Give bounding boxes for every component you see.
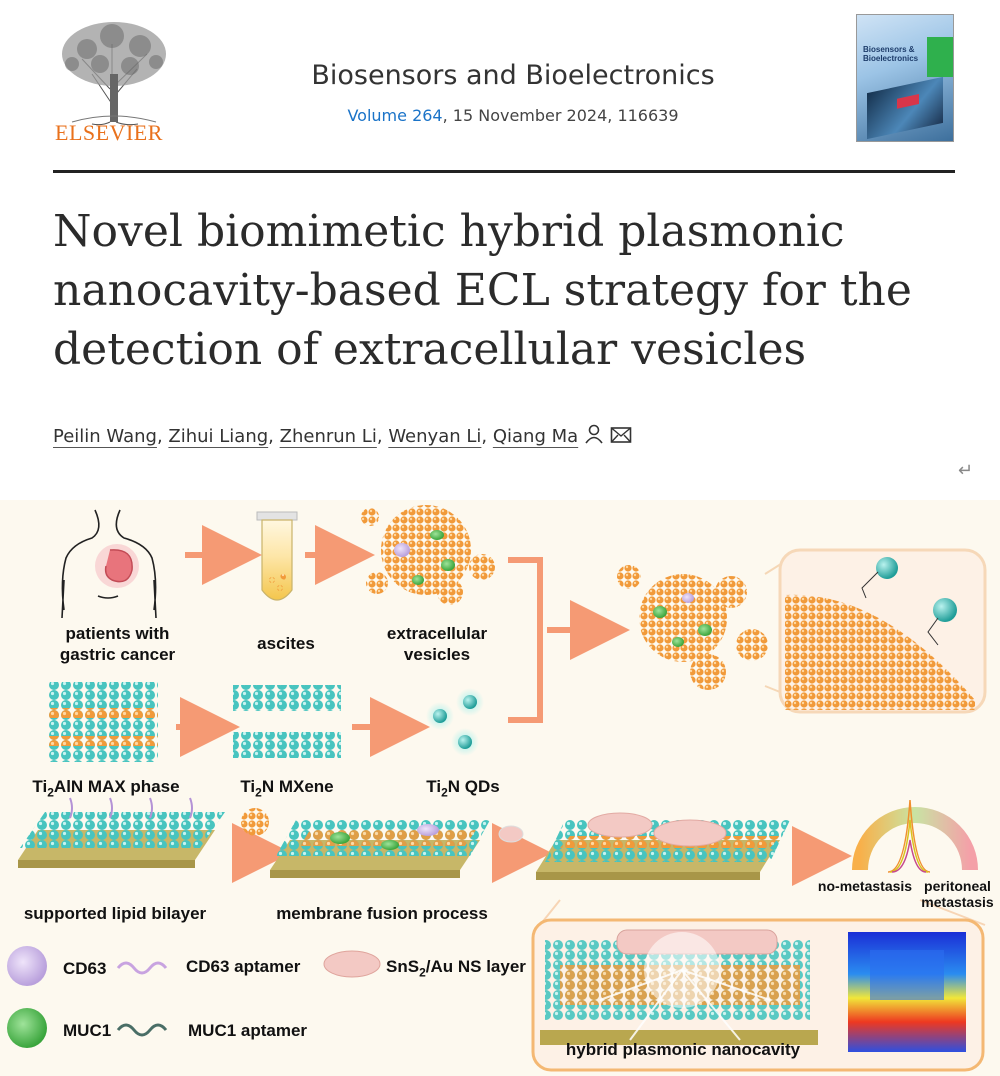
legend-muc1: MUC1 (63, 1021, 112, 1040)
label-patients: patients with gastric cancer (59, 624, 176, 664)
label-nanocavity: hybrid plasmonic nanocavity (565, 1040, 801, 1059)
process-arrows (176, 525, 852, 886)
journal-header: ELSEVIER Biosensors and Bioelectronics V… (0, 0, 1000, 175)
legend-cd63: CD63 (63, 959, 107, 978)
author-link-corresponding[interactable]: Qiang Ma (492, 424, 632, 447)
journal-title[interactable]: Biosensors and Bioelectronics (311, 60, 715, 91)
journal-issue-info: Volume 264, 15 November 2024, 116639 (0, 106, 1000, 125)
author-separator: , (156, 426, 163, 447)
mail-icon[interactable] (610, 426, 632, 444)
label-supported-lipid-bilayer: supported lipid bilayer (23, 904, 207, 923)
label-max-phase: Ti2AlN MAX phase (32, 777, 180, 800)
ev-with-qds (617, 565, 768, 690)
supported-lipid-bilayer (18, 797, 225, 868)
cover-title: Biosensors & Bioelectronics (863, 45, 919, 63)
abstract-illustration (7, 505, 987, 1072)
cover-accent (927, 37, 953, 77)
nanocavity-illustration (540, 929, 966, 1052)
membrane-fusion-bilayer (241, 808, 490, 878)
publisher-wordmark[interactable]: ELSEVIER (55, 120, 163, 145)
volume-link[interactable]: Volume 264 (347, 106, 443, 125)
legend-sns2-au: SnS2/Au NS layer (386, 957, 526, 980)
patient-torso-illustration (61, 509, 157, 619)
label-peritoneal-metastasis: peritoneal metastasis (921, 878, 994, 910)
label-ascites: ascites (257, 634, 315, 653)
label-extracellular-vesicles: extracellular vesicles (386, 624, 488, 664)
elsevier-tree-logo[interactable] (52, 14, 176, 149)
label-membrane-fusion: membrane fusion process (276, 904, 488, 923)
article-title: Novel biomimetic hybrid plasmonic nanoca… (53, 206, 912, 375)
max-phase-structure (48, 682, 158, 762)
graphical-abstract: patients with gastric cancer ascites ext… (0, 500, 1000, 1076)
author-link[interactable]: Zihui Liang (168, 426, 269, 447)
membrane-zoom (785, 557, 975, 710)
label-mxene: Ti2N MXene (240, 777, 334, 800)
author-link[interactable]: Peilin Wang (53, 426, 157, 447)
author-separator: , (268, 426, 274, 447)
author-separator: , (376, 426, 383, 447)
mxene-structure (233, 685, 341, 758)
author-link[interactable]: Zhenrun Li (279, 426, 377, 447)
stomach-illustration (95, 544, 139, 588)
extracellular-vesicles-cluster (361, 505, 495, 605)
author-list: Peilin Wang, Zihui Liang, Zhenrun Li, We… (53, 424, 632, 447)
ti2n-qds (426, 688, 484, 756)
cover-image (867, 76, 943, 140)
sns2-au-assembled-bilayer (498, 812, 790, 880)
author-name: Qiang Ma (492, 426, 579, 447)
journal-cover-thumbnail[interactable]: Biosensors & Bioelectronics (856, 14, 954, 142)
author-link[interactable]: Wenyan Li (388, 426, 482, 447)
return-arrow-icon: ↵ (958, 460, 974, 480)
ecl-signal-gauge (852, 799, 978, 873)
header-divider (53, 170, 955, 173)
issue-date: , 15 November 2024, 116639 (442, 106, 679, 125)
label-no-metastasis: no-metastasis (817, 878, 913, 894)
legend-muc1-aptamer: MUC1 aptamer (188, 1021, 308, 1040)
legend-icons (7, 946, 381, 1048)
legend-cd63-aptamer: CD63 aptamer (186, 957, 301, 976)
test-tube-ascites (256, 511, 298, 601)
label-qds: Ti2N QDs (426, 777, 500, 800)
person-icon (585, 424, 603, 444)
author-separator: , (481, 426, 488, 447)
